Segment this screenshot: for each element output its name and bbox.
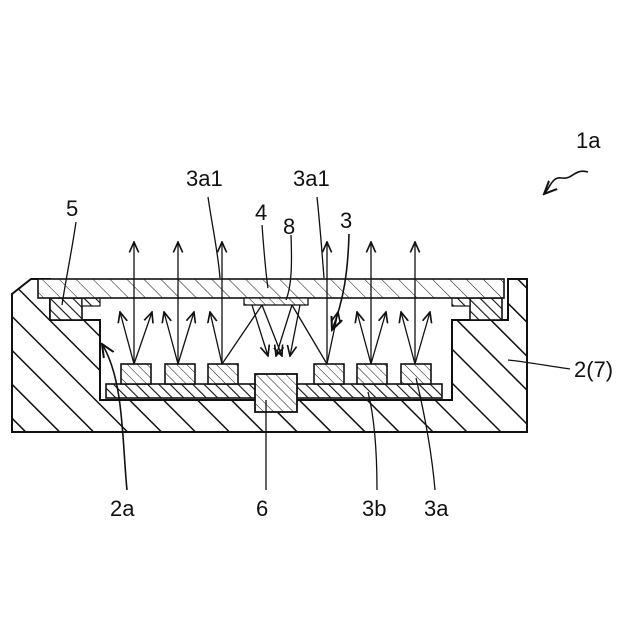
frame-ledge-left (82, 298, 100, 306)
label-substrate: 3b (362, 496, 386, 521)
led (208, 364, 238, 384)
led (401, 364, 431, 384)
label-cover: 4 (255, 200, 267, 225)
label-reflector: 8 (283, 214, 295, 239)
label-light-ray-right: 3a1 (293, 166, 330, 191)
adhesive-right (470, 298, 502, 320)
label-light-emitting-unit: 3 (340, 208, 352, 233)
frame-ledge-right (452, 298, 470, 306)
label-led: 3a (424, 496, 449, 521)
led (165, 364, 195, 384)
led (357, 364, 387, 384)
label-sensor: 6 (256, 496, 268, 521)
led (121, 364, 151, 384)
label-light-ray-left: 3a1 (186, 166, 223, 191)
label-housing: 2(7) (574, 357, 613, 382)
led (314, 364, 344, 384)
cover-plate (38, 279, 504, 298)
label-device: 1a (576, 128, 601, 153)
reflector (244, 298, 308, 305)
adhesive-left (50, 298, 82, 320)
rays-3a1 (222, 305, 327, 364)
label-adhesive: 5 (66, 196, 78, 221)
label-recess: 2a (110, 496, 135, 521)
sensor (255, 374, 297, 412)
